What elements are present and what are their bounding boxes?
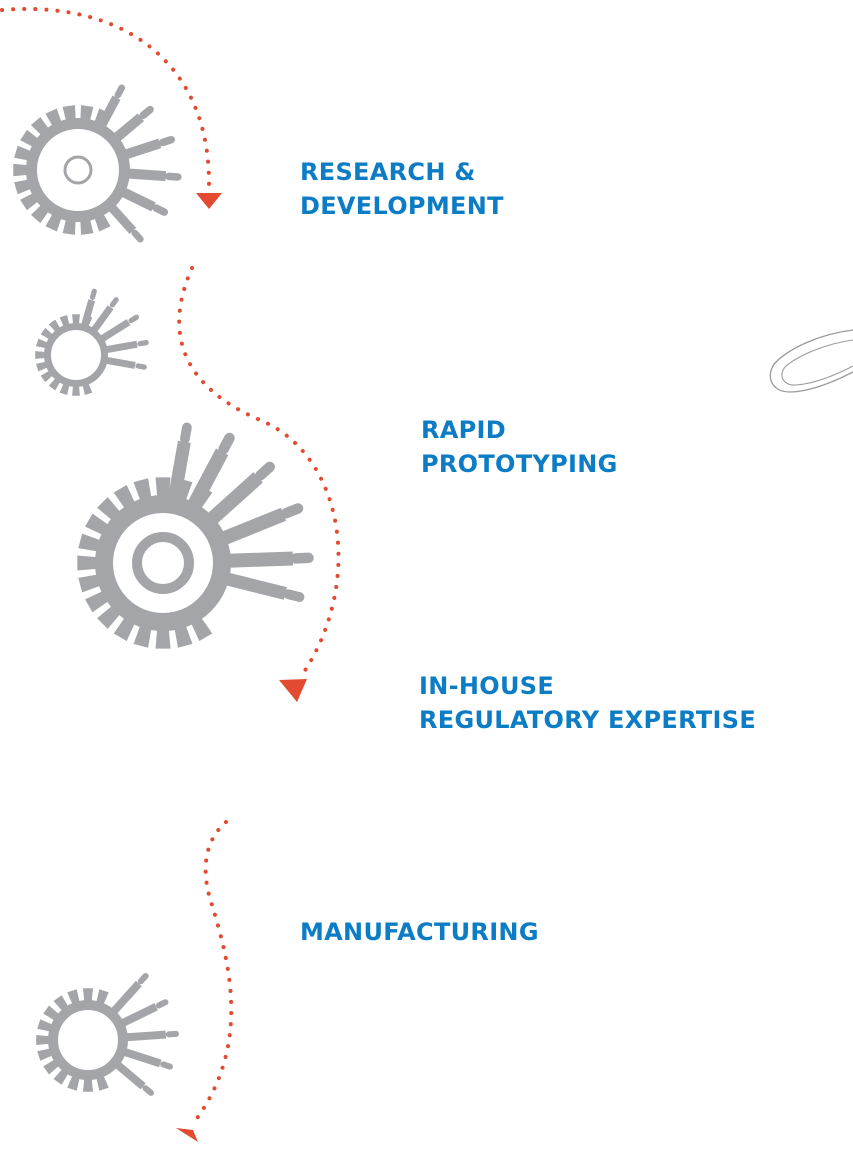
gear-icon — [13, 88, 177, 239]
step-label-line: PROTOTYPING — [421, 447, 618, 481]
step-label-regulatory-expertise: IN-HOUSE REGULATORY EXPERTISE — [419, 669, 756, 737]
gear-icons — [13, 88, 308, 1093]
step-label-line: DEVELOPMENT — [300, 189, 504, 223]
step-label-manufacturing: MANUFACTURING — [300, 915, 539, 949]
device-sketch-icon — [770, 330, 853, 392]
step-label-research-development: RESEARCH & DEVELOPMENT — [300, 155, 504, 223]
gear-icon — [77, 427, 308, 648]
step-label-line: REGULATORY EXPERTISE — [419, 703, 756, 737]
dotted-arrow-icon — [176, 822, 231, 1142]
step-label-line: MANUFACTURING — [300, 915, 539, 949]
step-label-line: RAPID — [421, 413, 618, 447]
gear-icon — [36, 976, 176, 1093]
gear-icon — [35, 291, 146, 396]
step-label-line: RESEARCH & — [300, 155, 504, 189]
step-label-rapid-prototyping: RAPID PROTOTYPING — [421, 413, 618, 481]
step-label-line: IN-HOUSE — [419, 669, 756, 703]
